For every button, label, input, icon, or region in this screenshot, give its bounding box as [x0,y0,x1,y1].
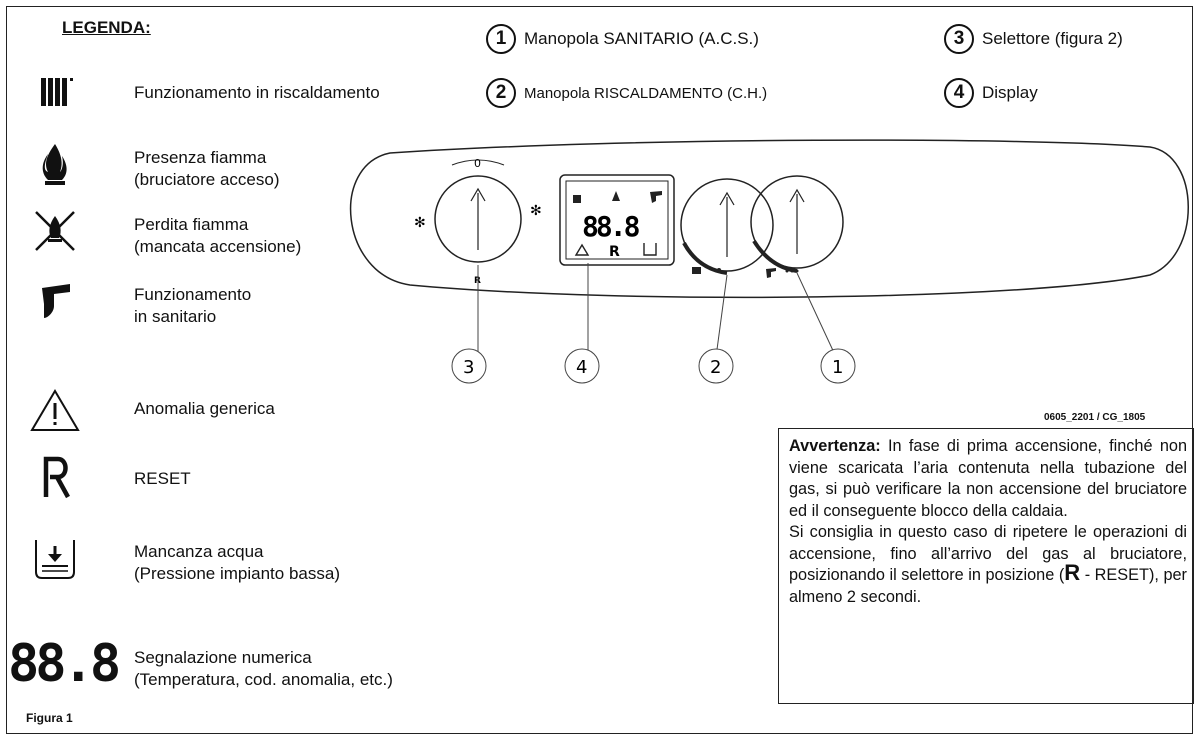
legend-low-water-label: Mancanza acqua(Pressione impianto bassa) [134,542,340,583]
figure-frame [6,6,1193,734]
key-4: 4 Display [944,78,1038,108]
callout-2: 2 [710,357,721,378]
callout-2-circle [698,348,734,384]
heating-knob [680,178,774,275]
lcd-display: 88.8 R [559,174,675,266]
warning-text-3: - RESET), per almeno 2 secondi. [789,566,1187,606]
figure-code: 0605_2201 / CG_1805 [1044,412,1146,423]
reset-r-icon [43,456,70,499]
key-3: 3 Selettore (figura 2) [944,24,1123,54]
key-4-label: Display [982,83,1038,102]
callout-3-circle [451,348,487,384]
legend-flame-label: Presenza fiamma(bruciatore acceso) [134,148,280,189]
display-warning-icon [574,243,590,256]
low-water-icon [35,540,75,579]
callout-4-circle [564,348,600,384]
flame-icon [42,144,67,185]
control-panel-drawing: 0 ✻ ✻ R 88.8 R 3 4 2 [349,139,1189,384]
dhw-knob [750,175,844,278]
key-1-number: 1 [486,24,516,54]
warning-title: Avvertenza: [789,437,881,455]
warning-text-2: Si consiglia in questo caso di ripetere … [789,523,1187,584]
key-1: 1 Manopola SANITARIO (A.C.S.) [486,24,759,54]
figure-label: Figura 1 [26,711,73,725]
key-2: 2 Manopola RISCALDAMENTO (C.H.) [486,78,767,108]
callout-1-circle [820,348,856,384]
key-1-label: Manopola SANITARIO (A.C.S.) [524,29,759,48]
warning-text-1: In fase di prima accensione, finché non … [789,437,1187,520]
key-2-label: Manopola RISCALDAMENTO (C.H.) [524,84,768,102]
legend-warning-label: Anomalia generica [134,399,275,418]
key-3-number: 3 [944,24,974,54]
display-radiator-icon [573,195,581,203]
warning-r-glyph: R [1064,560,1081,585]
selector-zero-label: 0 [474,157,481,170]
callout-1: 1 [832,357,843,378]
tap-icon [42,284,70,318]
panel-outline [349,139,1189,299]
display-tap-icon [650,191,662,203]
callout-4: 4 [576,357,587,378]
legend-title: LEGENDA: [62,18,151,37]
callout-3: 3 [463,357,474,378]
key-4-number: 4 [944,78,974,108]
warning-box: Avvertenza: In fase di prima accensione,… [778,428,1194,704]
display-flame-icon [612,191,620,201]
snowflake-right-icon: ✻ [530,202,542,218]
snowflake-left-icon: ✻ [414,214,426,230]
radiator-icon [41,78,73,106]
flame-loss-icon [35,211,75,251]
display-r-letter: R [609,244,620,260]
heating-radiator-icon [692,267,701,274]
key-2-number: 2 [486,78,516,108]
legend-reset-label: RESET [134,469,191,488]
warning-icon [30,389,80,431]
legend-flame-loss-label: Perdita fiamma(mancata accensione) [134,215,302,256]
legend-heating-label: Funzionamento in riscaldamento [134,83,380,102]
legend-digits-label: Segnalazione numerica(Temperatura, cod. … [134,648,393,689]
key-3-label: Selettore (figura 2) [982,29,1123,48]
digits-icon: 88.8 [8,634,121,694]
display-water-icon [643,243,657,256]
dhw-tap-icon [766,268,776,278]
display-digits: 88.8 [582,210,640,243]
